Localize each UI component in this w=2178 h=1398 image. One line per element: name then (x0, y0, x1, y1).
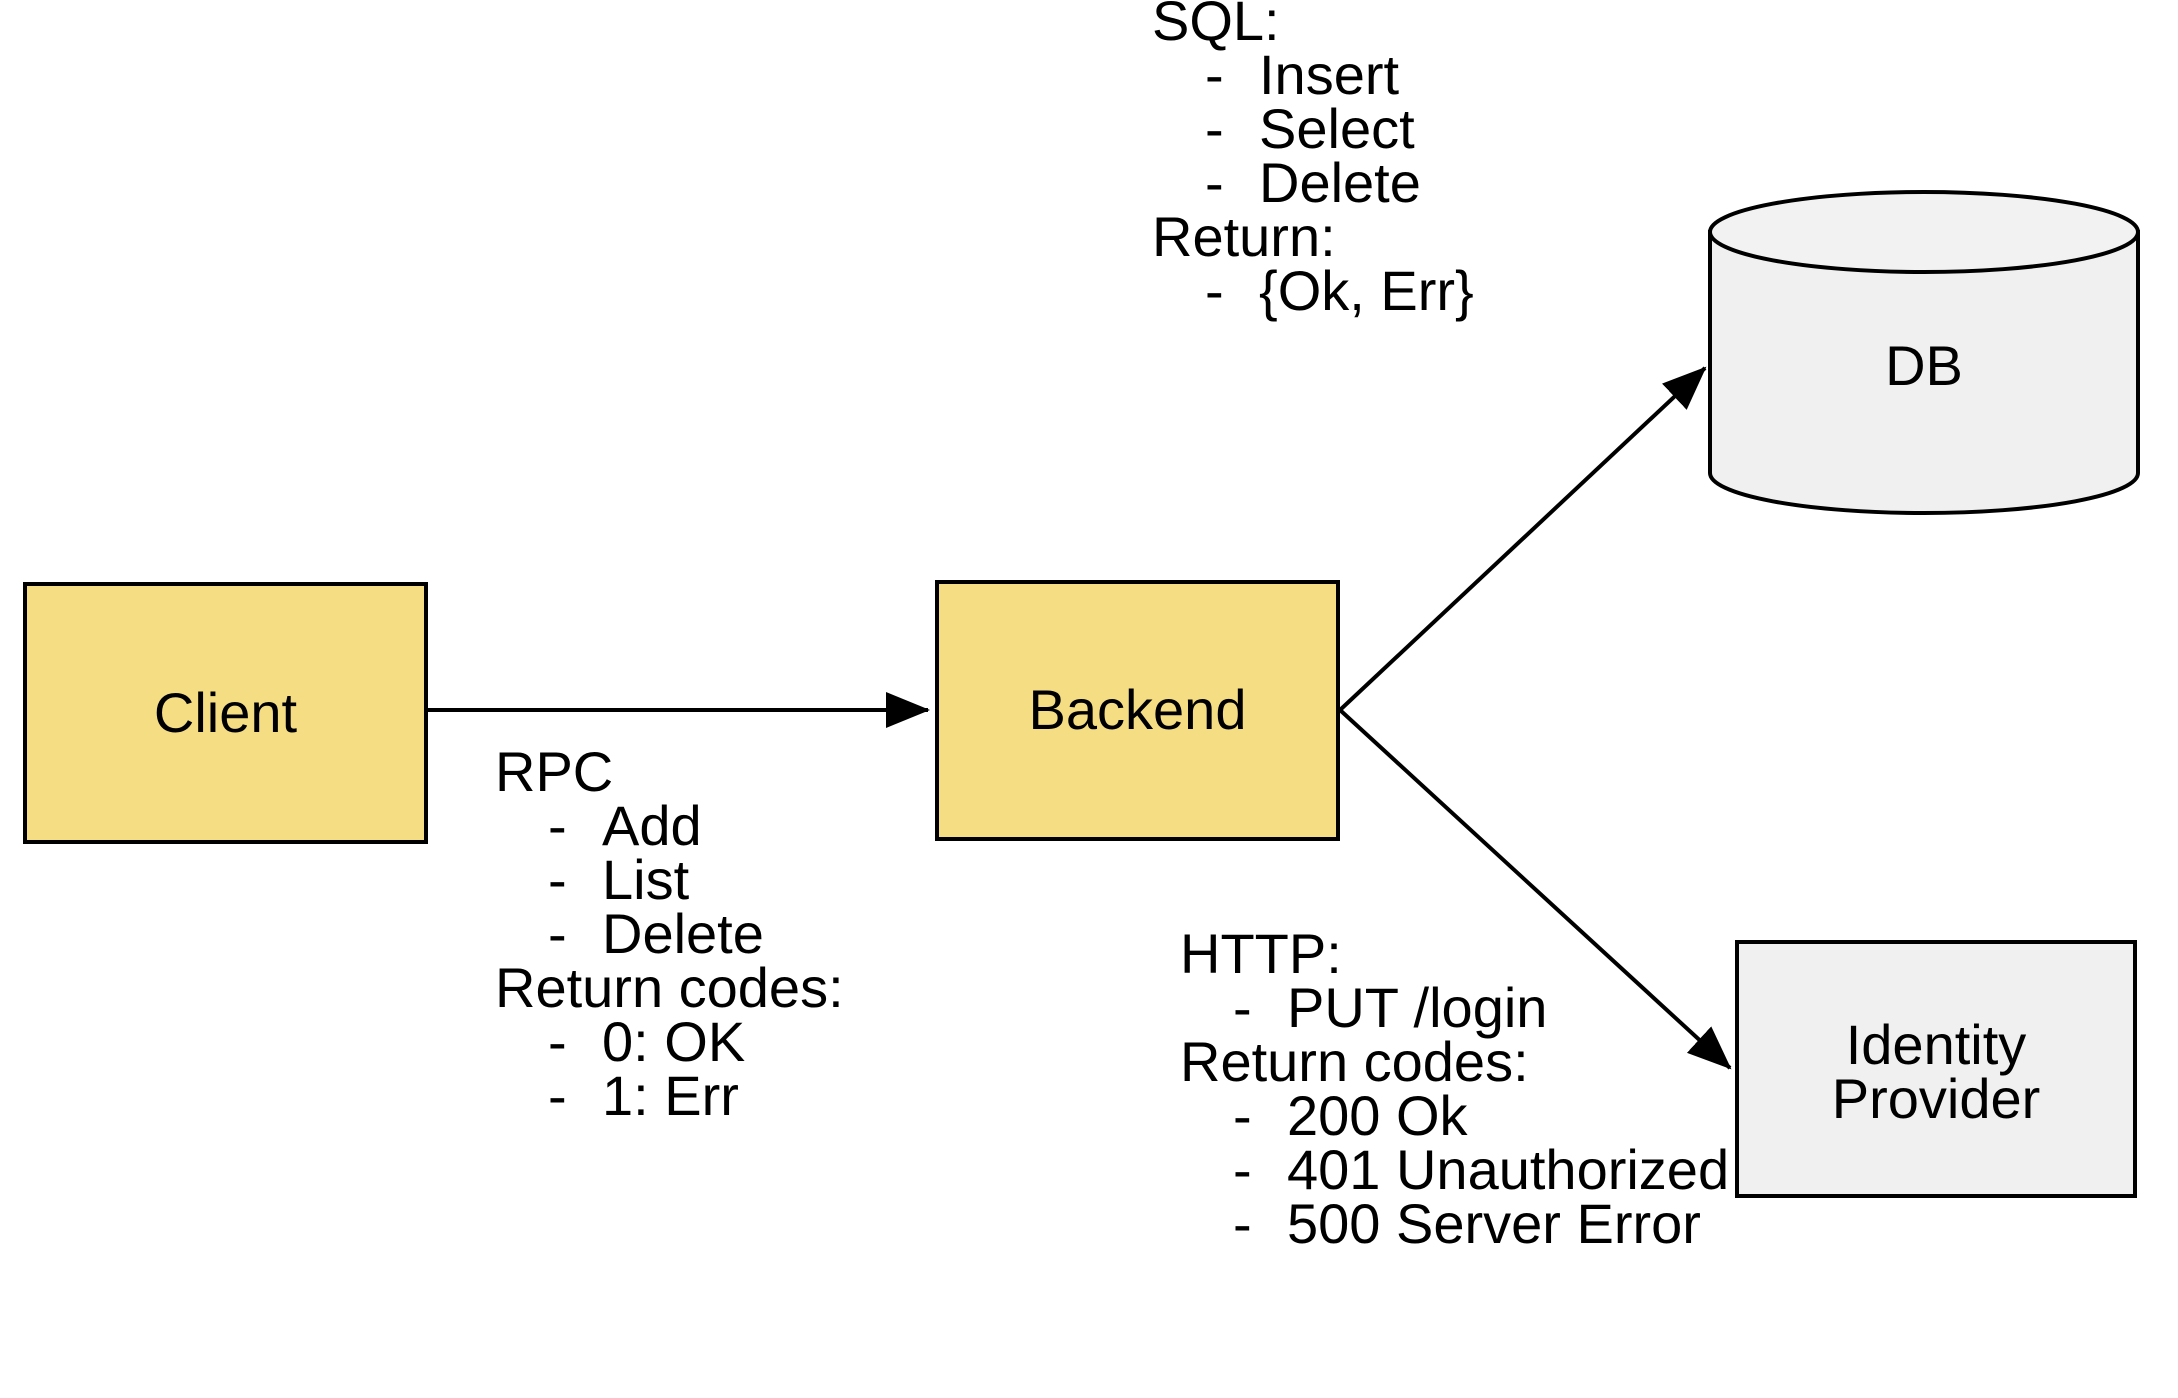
annotation-rpc-heading: RPC (495, 740, 614, 803)
annotation-http-return-item-1-text: 401 Unauthorized (1287, 1138, 1730, 1201)
annotation-rpc: RPC -Add -List -Delete Return codes: -0:… (495, 740, 844, 1127)
bullet-dash-icon: - (1233, 976, 1252, 1039)
bullet-dash-icon: - (1205, 43, 1224, 106)
node-db-label: DB (1885, 333, 1963, 397)
annotation-sql-item-0: -Insert (1152, 43, 1474, 106)
annotation-rpc-return-item-0: -0: OK (495, 1010, 844, 1073)
annotation-rpc-item-0-text: Add (602, 794, 702, 857)
annotation-http-return-item-0: -200 Ok (1180, 1084, 1729, 1147)
annotation-sql: SQL: -Insert -Select -Delete Return: -{O… (1152, 0, 1474, 322)
annotation-http-item-0: -PUT /login (1180, 976, 1729, 1039)
annotation-rpc-return-item-1: -1: Err (495, 1064, 844, 1127)
annotation-http-return-item-2: -500 Server Error (1180, 1192, 1729, 1255)
annotation-sql-heading: SQL: (1152, 0, 1280, 52)
node-client-label: Client (153, 680, 298, 744)
annotation-sql-item-2: -Delete (1152, 151, 1474, 214)
annotation-sql-item-1-text: Select (1259, 97, 1415, 160)
annotation-sql-return-heading: Return: (1152, 205, 1336, 268)
node-identity-provider-label: Identity Provider (1831, 1013, 2041, 1130)
node-db[interactable]: DB (1708, 190, 2140, 514)
annotation-rpc-item-1-text: List (602, 848, 690, 911)
bullet-dash-icon: - (1205, 151, 1224, 214)
annotation-rpc-item-2-text: Delete (602, 902, 764, 965)
bullet-dash-icon: - (548, 794, 567, 857)
bullet-dash-icon: - (548, 1010, 567, 1073)
annotation-sql-item-0-text: Insert (1259, 43, 1400, 106)
annotation-http: HTTP: -PUT /login Return codes: -200 Ok … (1180, 922, 1729, 1255)
node-db-label-wrap: DB (1708, 190, 2140, 514)
bullet-dash-icon: - (1233, 1192, 1252, 1255)
bullet-dash-icon: - (1233, 1084, 1252, 1147)
node-identity-provider-label-line1: Identity (1845, 1013, 2027, 1076)
bullet-dash-icon: - (1233, 1138, 1252, 1201)
annotation-rpc-item-2: -Delete (495, 902, 844, 965)
bullet-dash-icon: - (1205, 97, 1224, 160)
bullet-dash-icon: - (1205, 259, 1224, 322)
annotation-sql-return-item-0-text: {Ok, Err} (1259, 259, 1474, 322)
edge-backend-to-db (1338, 366, 1707, 712)
annotation-http-item-0-text: PUT /login (1287, 976, 1548, 1039)
node-backend-label: Backend (1028, 678, 1247, 742)
bullet-dash-icon: - (548, 902, 567, 965)
annotation-http-return-item-2-text: 500 Server Error (1287, 1192, 1701, 1255)
annotation-sql-item-2-text: Delete (1259, 151, 1421, 214)
annotation-http-return-item-1: -401 Unauthorized (1180, 1138, 1729, 1201)
node-identity-provider-label-line2: Provider (1831, 1067, 2041, 1130)
annotation-http-return-heading: Return codes: (1180, 1030, 1529, 1093)
annotation-sql-item-1: -Select (1152, 97, 1474, 160)
annotation-http-heading: HTTP: (1180, 922, 1342, 985)
annotation-http-return-item-0-text: 200 Ok (1287, 1084, 1468, 1147)
annotation-rpc-item-1: -List (495, 848, 844, 911)
node-identity-provider[interactable]: Identity Provider (1735, 940, 2137, 1198)
annotation-rpc-return-heading: Return codes: (495, 956, 844, 1019)
bullet-dash-icon: - (548, 1064, 567, 1127)
annotation-rpc-item-0: -Add (495, 794, 844, 857)
node-client[interactable]: Client (23, 582, 428, 844)
annotation-sql-return-item-0: -{Ok, Err} (1152, 259, 1474, 322)
bullet-dash-icon: - (548, 848, 567, 911)
annotation-rpc-return-item-0-text: 0: OK (602, 1010, 746, 1073)
annotation-rpc-return-item-1-text: 1: Err (602, 1064, 739, 1127)
node-backend[interactable]: Backend (935, 580, 1340, 841)
